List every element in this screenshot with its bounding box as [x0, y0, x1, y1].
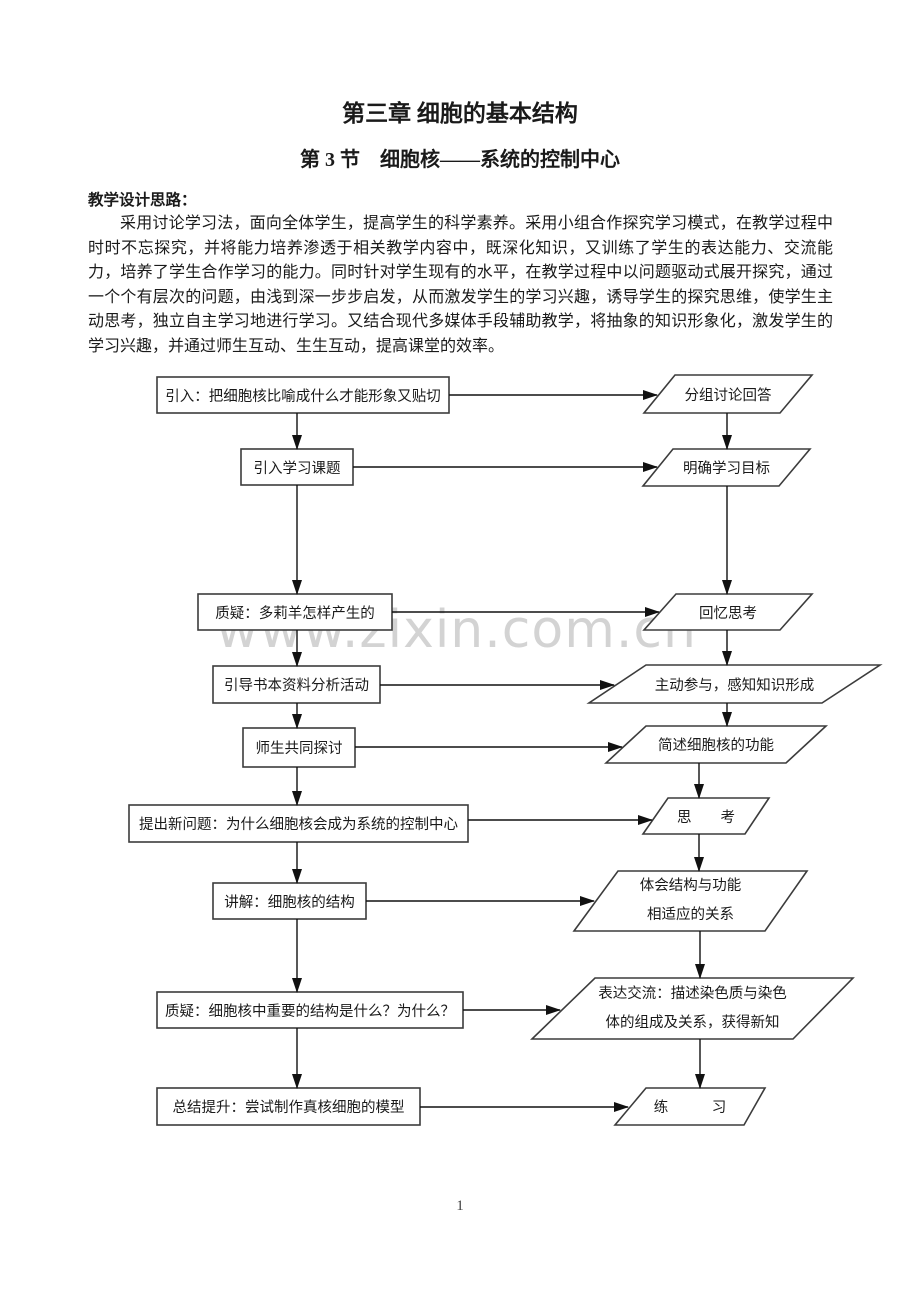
flow-parallelogram-outline: [530, 977, 855, 1040]
flow-parallelogram-outline: [642, 593, 814, 631]
flow-node-intro-topic: 引入学习课题: [253, 460, 341, 477]
flow-node-intro-metaphor: 引入：把细胞核比喻成什么才能形象又贴切: [165, 388, 441, 405]
flow-node-structure-function-line1: 体会结构与功能: [639, 878, 742, 894]
flow-node-clarify-goals: 明确学习目标: [683, 461, 770, 477]
flow-node-guide-analysis: 引导书本资料分析活动: [224, 678, 369, 694]
flow-node-active-participation: 主动参与，感知知识形成: [654, 677, 815, 694]
flow-node-summary-model: 总结提升：尝试制作真核细胞的模型: [172, 1100, 405, 1116]
flow-box-outline: [197, 593, 393, 631]
flow-node-joint-discussion: 师生共同探讨: [255, 741, 343, 757]
flow-box-outline: [240, 448, 354, 486]
page-number: 1: [456, 1198, 464, 1214]
flow-node-describe-function: 简述细胞核的功能: [658, 738, 774, 754]
design-ideas-heading: 教学设计思路：: [88, 192, 197, 209]
flow-node-new-question: 提出新问题：为什么细胞核会成为系统的控制中心: [139, 817, 458, 833]
flow-box-outline: [242, 727, 356, 768]
design-ideas-paragraph: 采用讨论学习法，面向全体学生，提高学生的科学素养。采用小组合作探究学习模式，在教…: [88, 215, 833, 355]
flow-node-express-exchange-line2: 体的组成及关系，获得新知: [605, 1014, 780, 1031]
flow-node-structure-function-line2: 相适应的关系: [647, 907, 734, 923]
flow-parallelogram-outline: [613, 1087, 767, 1126]
flow-parallelogram-outline: [572, 870, 809, 932]
flow-parallelogram-outline: [641, 448, 812, 487]
flow-node-express-exchange-line1: 表达交流：描述染色质与染色: [598, 985, 787, 1002]
flow-box-outline: [156, 991, 464, 1029]
flow-node-question-dolly: 质疑：多莉羊怎样产生的: [215, 605, 375, 622]
flow-node-recall-think: 回忆思考: [699, 605, 757, 622]
flow-node-group-discussion: 分组讨论回答: [684, 387, 772, 404]
section-title: 第 3 节 细胞核——系统的控制中心: [300, 149, 620, 171]
flow-node-structure-function-relation: 体会结构与功能 相适应的关系: [574, 871, 807, 931]
flow-box-outline: [212, 882, 367, 920]
flow-node-think: 思 考: [677, 809, 735, 826]
chapter-title: 第三章 细胞的基本结构: [342, 101, 578, 126]
flow-parallelogram-outline: [642, 374, 814, 414]
flow-node-explain-structure: 讲解：细胞核的结构: [224, 894, 355, 911]
flow-node-express-exchange: 表达交流：描述染色质与染色 体的组成及关系，获得新知: [532, 978, 853, 1039]
flow-node-question-structure: 质疑：细胞核中重要的结构是什么？为什么？: [165, 1003, 455, 1020]
flow-parallelogram-outline: [586, 664, 883, 704]
flow-node-practice: 练 习: [653, 1100, 727, 1116]
